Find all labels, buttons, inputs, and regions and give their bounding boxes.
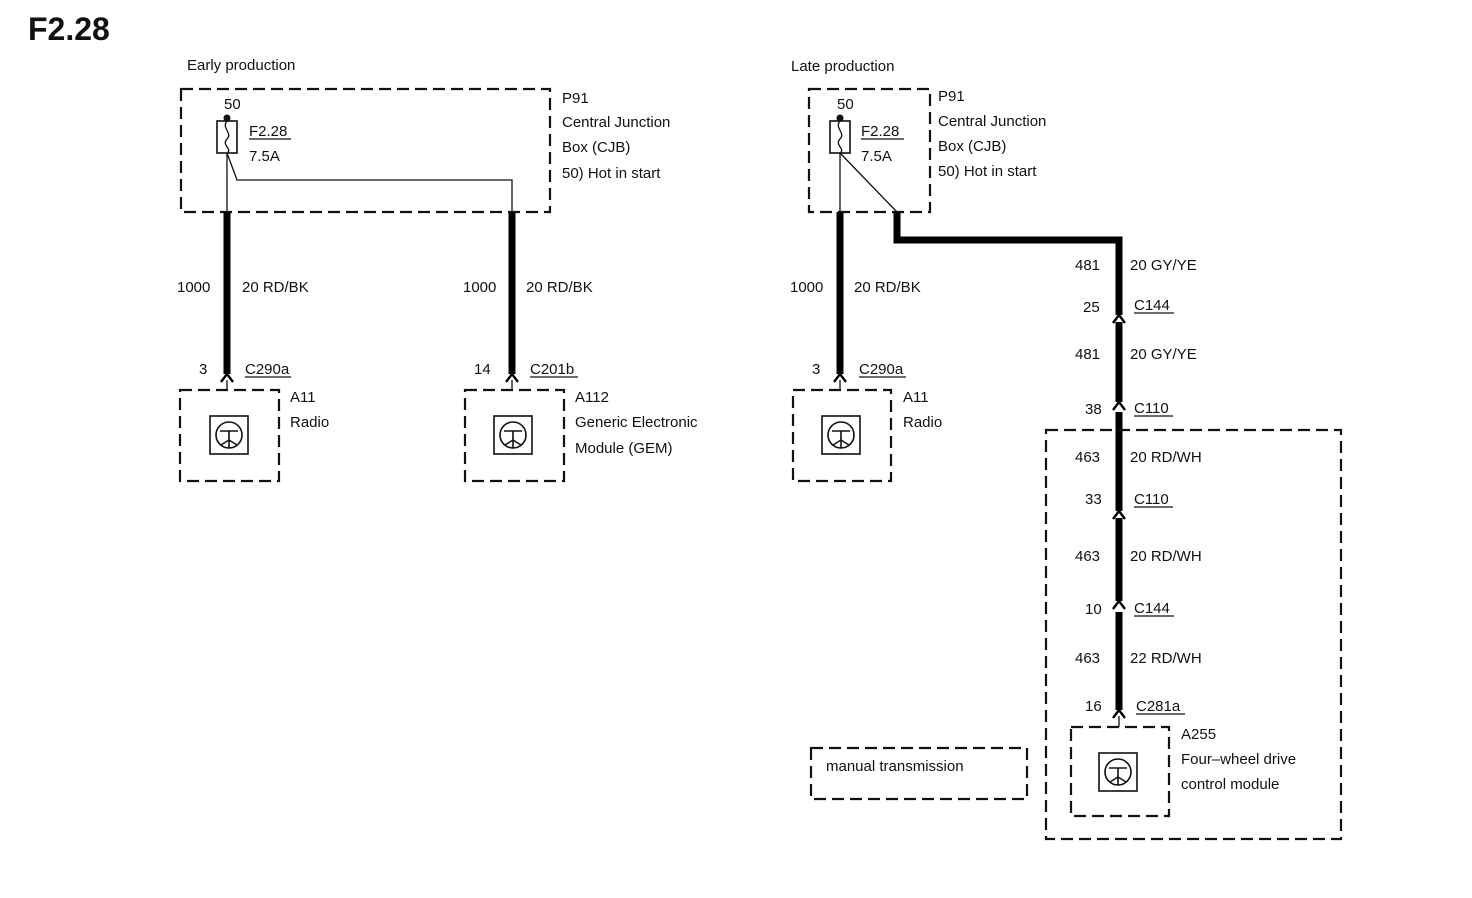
cjb-pin: 50 xyxy=(224,96,241,113)
connector-pin: 14 xyxy=(474,361,491,378)
wire-spec: 20 RD/WH xyxy=(1130,449,1202,466)
speaker-icon xyxy=(1098,752,1138,792)
cjb-box-late xyxy=(807,87,932,214)
fuse-rating: 7.5A xyxy=(861,148,892,165)
gem-module-box xyxy=(463,388,566,483)
module-name-1: Four–wheel drive xyxy=(1181,751,1296,768)
wire-circuit: 481 xyxy=(1075,346,1100,363)
connector-name: C110 xyxy=(1134,400,1169,417)
cjb-pin: 50 xyxy=(837,96,854,113)
wire-circuit: 1000 xyxy=(177,279,210,296)
section-label-early: Early production xyxy=(187,57,295,74)
connector-name: C201b xyxy=(530,361,574,378)
wire-circuit: 463 xyxy=(1075,449,1100,466)
cjb-circuit: 50) Hot in start xyxy=(938,163,1037,180)
wire-4wd-feed xyxy=(893,212,1123,315)
connector-arrow-icon xyxy=(1111,400,1127,412)
connector-name: C281a xyxy=(1136,698,1181,715)
fuse-icon xyxy=(216,120,238,154)
module-name: Radio xyxy=(290,414,329,431)
radio-module-box xyxy=(791,388,893,483)
fuse-icon xyxy=(829,120,851,154)
internal-splice xyxy=(226,152,513,212)
fuse-id: F2.28 xyxy=(249,123,287,140)
connector-pin: 3 xyxy=(812,361,820,378)
module-ref: A11 xyxy=(290,389,316,406)
wire-spec: 20 GY/YE xyxy=(1130,257,1197,274)
module-name: Radio xyxy=(903,414,942,431)
wire-spec: 20 RD/BK xyxy=(242,279,309,296)
connector-name: C144 xyxy=(1134,600,1170,617)
cjb-ref: P91 xyxy=(562,90,589,107)
connector-pin: 33 xyxy=(1085,491,1102,508)
cjb-name-1: Central Junction xyxy=(938,113,1046,130)
wire-spec: 22 RD/WH xyxy=(1130,650,1202,667)
cjb-name-2: Box (CJB) xyxy=(938,138,1006,155)
wire-spec: 20 RD/WH xyxy=(1130,548,1202,565)
connector-pin: 25 xyxy=(1083,299,1100,316)
wire-spec: 20 RD/BK xyxy=(526,279,593,296)
module-name-2: control module xyxy=(1181,776,1279,793)
cjb-name-2: Box (CJB) xyxy=(562,139,630,156)
connector-name: C290a xyxy=(859,361,904,378)
connector-pin: 16 xyxy=(1085,698,1102,715)
wire-circuit: 463 xyxy=(1075,650,1100,667)
module-ref: A255 xyxy=(1181,726,1216,743)
cjb-ref: P91 xyxy=(938,88,965,105)
early-production-section: Early production 50 F2.28 7.5A P91 Centr… xyxy=(177,57,698,483)
wire-spec: 20 RD/BK xyxy=(854,279,921,296)
legend-box xyxy=(809,746,1029,801)
page-title: F2.28 xyxy=(28,11,110,47)
connector-pin: 10 xyxy=(1085,601,1102,618)
module-ref: A11 xyxy=(903,389,929,406)
module-name-2: Module (GEM) xyxy=(575,440,673,457)
wire-circuit: 1000 xyxy=(790,279,823,296)
radio-module-box xyxy=(178,388,281,483)
late-production-section: Late production 50 F2.28 7.5A P91 Centra… xyxy=(790,58,1343,841)
section-label-late: Late production xyxy=(791,58,894,75)
module-name-1: Generic Electronic xyxy=(575,414,698,431)
fuse-rating: 7.5A xyxy=(249,148,280,165)
connector-pin: 38 xyxy=(1085,401,1102,418)
connector-arrow-icon xyxy=(1111,313,1127,325)
connector-name: C290a xyxy=(245,361,290,378)
wire-circuit: 463 xyxy=(1075,548,1100,565)
module-ref: A112 xyxy=(575,389,609,406)
speaker-icon xyxy=(493,415,533,455)
connector-name: C144 xyxy=(1134,297,1170,314)
wire-spec: 20 GY/YE xyxy=(1130,346,1197,363)
4wd-enclosure-box xyxy=(1044,428,1343,841)
legend-label: manual transmission xyxy=(826,758,964,775)
connector-name: C110 xyxy=(1134,491,1169,508)
speaker-icon xyxy=(821,415,861,455)
cjb-box-early xyxy=(179,87,552,214)
4wd-module-box xyxy=(1069,725,1171,818)
connector-arrow-icon xyxy=(1111,599,1127,611)
cjb-circuit: 50) Hot in start xyxy=(562,165,661,182)
wire-circuit: 481 xyxy=(1075,257,1100,274)
speaker-icon xyxy=(209,415,249,455)
cjb-name-1: Central Junction xyxy=(562,114,670,131)
fuse-id: F2.28 xyxy=(861,123,899,140)
connector-pin: 3 xyxy=(199,361,207,378)
wire-circuit: 1000 xyxy=(463,279,496,296)
connector-arrow-icon xyxy=(1111,509,1127,521)
